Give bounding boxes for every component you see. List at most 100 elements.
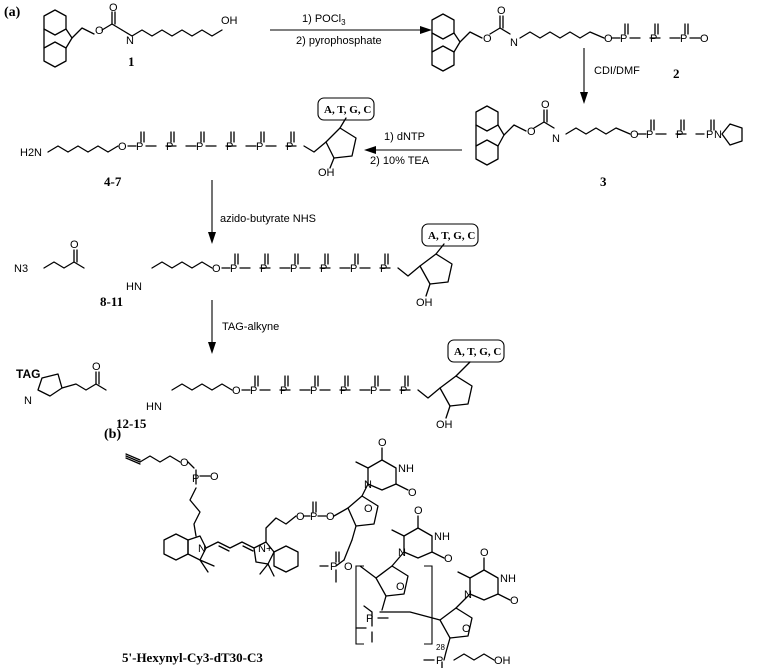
compound-3-structure	[475, 105, 743, 166]
atom-o: O	[541, 99, 550, 111]
base-label: A, T, G, C	[454, 346, 501, 358]
atom-nh: NH	[398, 463, 414, 475]
compound-2-label: 2	[673, 66, 680, 81]
atom-p: P	[680, 33, 687, 45]
atom-p: P	[226, 141, 233, 153]
atom-p: P	[350, 263, 357, 275]
atom-p: P	[676, 129, 683, 141]
reagent-pyrophosphate: 2) pyrophosphate	[296, 35, 382, 47]
atom-oh: OH	[494, 655, 511, 667]
atom-oh: OH	[416, 297, 433, 309]
atom-p: P	[310, 511, 317, 523]
atom-o: O	[630, 129, 639, 141]
atom-o: O	[510, 595, 519, 607]
reagent-tag-alkyne: TAG-alkyne	[222, 321, 279, 333]
atom-o: O	[414, 505, 423, 517]
atom-o: O	[118, 141, 127, 153]
compound-1-structure	[43, 9, 223, 68]
atom-p: P	[260, 263, 267, 275]
compound-2-structure	[431, 13, 701, 72]
atom-o: O	[344, 561, 353, 573]
atom-nh: N	[126, 35, 134, 47]
atom-o: O	[462, 623, 471, 635]
compound-8-11-label: 8-11	[100, 294, 123, 309]
atom-o: O	[212, 263, 221, 275]
reagent-tea: 2) 10% TEA	[370, 155, 430, 167]
atom-p: P	[286, 141, 293, 153]
atom-p: P	[250, 385, 257, 397]
arrowhead	[208, 232, 216, 244]
atom-o: O	[483, 33, 492, 45]
compound-8-11-structure	[43, 243, 453, 297]
compound-12-15-label: 12-15	[116, 416, 147, 431]
atom-p: P	[320, 263, 327, 275]
atom-p: P	[192, 473, 199, 485]
base-label: A, T, G, C	[428, 230, 475, 242]
atom-n: N	[510, 37, 518, 49]
atom-n: N	[464, 589, 472, 601]
atom-p: P	[436, 655, 443, 667]
atom-nplus: N+	[258, 543, 272, 555]
compound-1-label: 1	[128, 54, 135, 69]
reagent-azido-butyrate: azido-butyrate NHS	[220, 213, 316, 225]
base-box	[447, 339, 505, 363]
atom-p: P	[166, 141, 173, 153]
atom-o: O	[378, 437, 387, 449]
atom-o: O	[396, 581, 405, 593]
atom-o: O	[364, 503, 373, 515]
atom-p: P	[646, 129, 653, 141]
panel-a-label: (a)	[4, 5, 21, 20]
base-label: A, T, G, C	[324, 104, 371, 116]
atom-p: P	[650, 33, 657, 45]
atom-o: O	[296, 511, 305, 523]
atom-o: O	[604, 33, 613, 45]
product-name: 5'-Hexynyl-Cy3-dT30-C3	[122, 650, 263, 665]
atom-n: N	[552, 133, 560, 145]
atom-oh: OH	[436, 419, 453, 431]
atom-o: O	[527, 126, 536, 138]
compound-12-15-structure	[37, 361, 473, 419]
compound-3-label: 3	[600, 174, 607, 189]
cy3-dt30-structure	[125, 447, 511, 668]
atom-p: P	[290, 263, 297, 275]
atom-o: O	[497, 5, 506, 17]
atom-o: O	[70, 239, 79, 251]
atom-hn: HN	[146, 401, 162, 413]
arrowhead	[208, 342, 216, 354]
atom-p: P	[256, 141, 263, 153]
atom-o: O	[180, 457, 189, 469]
atom-n: N	[714, 129, 722, 141]
atom-p: P	[400, 385, 407, 397]
atom-p: P	[196, 141, 203, 153]
compound-4-7-structure	[47, 117, 357, 169]
atom-n: N	[398, 547, 406, 559]
atom-p: P	[340, 385, 347, 397]
atom-n: N	[198, 543, 206, 555]
arrowhead	[364, 146, 376, 154]
atom-p: P	[280, 385, 287, 397]
atom-oh: OH	[221, 15, 238, 27]
atom-hn: HN	[126, 281, 142, 293]
atom-n: N	[24, 395, 32, 407]
atom-p: P	[230, 263, 237, 275]
atom-p: P	[706, 129, 713, 141]
atom-p: P	[310, 385, 317, 397]
atom-p: P	[136, 141, 143, 153]
arrowhead	[420, 26, 432, 34]
atom-p: P	[366, 613, 373, 625]
atom-n: N	[364, 479, 372, 491]
base-box	[317, 97, 375, 121]
reagent-pocl3: 1) POCl3	[302, 13, 346, 27]
repeat-count-28: 28	[436, 643, 445, 652]
atom-o: O	[92, 361, 101, 373]
base-box	[421, 223, 479, 247]
atom-o: O	[326, 511, 335, 523]
compound-4-7-label: 4-7	[104, 174, 122, 189]
atom-oh: OH	[318, 167, 335, 179]
atom-o: O	[480, 547, 489, 559]
atom-o: O	[700, 33, 709, 45]
atom-n3: N3	[14, 263, 28, 275]
atom-o: O	[408, 487, 417, 499]
